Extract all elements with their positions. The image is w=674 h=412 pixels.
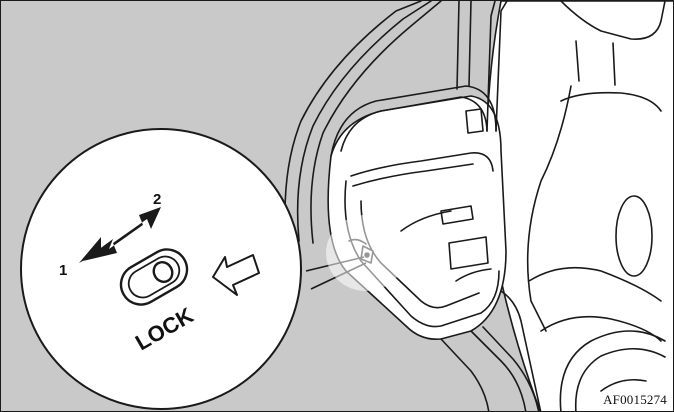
lock-highlight	[326, 215, 406, 291]
magnified-lock-detail: 2 1 LOCK	[21, 129, 301, 409]
callout-1: 1	[59, 262, 67, 279]
car-door-illustration	[285, 1, 674, 412]
callout-2: 2	[153, 191, 161, 208]
reference-code: AF0015274	[603, 392, 667, 408]
